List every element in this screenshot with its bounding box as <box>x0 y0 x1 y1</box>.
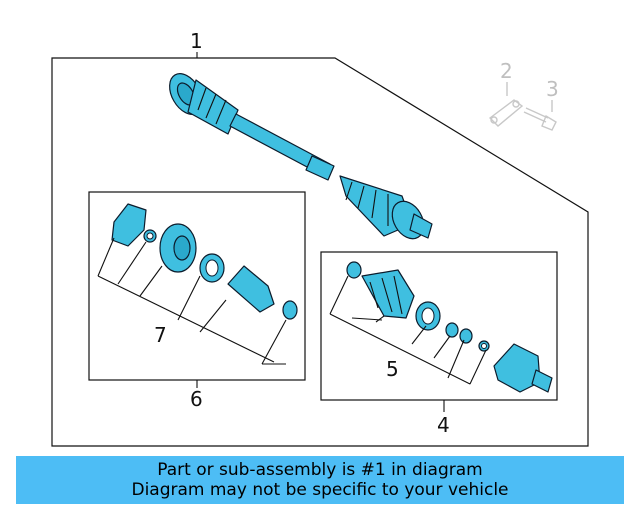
ghost-bracket-hole-icon <box>490 116 498 124</box>
banner-line-1: Part or sub-assembly is #1 in diagram <box>157 460 483 480</box>
callout-7[interactable]: 7 <box>154 323 167 347</box>
callout-1[interactable]: 1 <box>190 29 203 53</box>
ghost-bracket-hole-icon <box>512 100 520 108</box>
outer-joint-kit-frame <box>320 251 558 401</box>
ghost-bolt-icon <box>523 107 557 131</box>
callout-4[interactable]: 4 <box>437 413 450 437</box>
inner-joint-kit-parts[interactable] <box>111 203 298 320</box>
banner-line-2: Diagram may not be specific to your vehi… <box>131 480 509 500</box>
info-banner: Part or sub-assembly is #1 in diagram Di… <box>16 456 624 504</box>
ghost-bracket-icon <box>488 99 524 127</box>
callout-6[interactable]: 6 <box>190 387 203 411</box>
callout-5[interactable]: 5 <box>386 357 399 381</box>
kit-5-leaders <box>329 275 487 385</box>
callout-2[interactable]: 2 <box>500 59 513 83</box>
axle-shaft-assembly[interactable] <box>163 68 433 244</box>
kit-7-leaders <box>97 237 287 365</box>
main-assembly-frame <box>51 57 589 447</box>
outer-joint-kit-parts[interactable] <box>346 261 553 393</box>
callout-3[interactable]: 3 <box>546 77 559 101</box>
